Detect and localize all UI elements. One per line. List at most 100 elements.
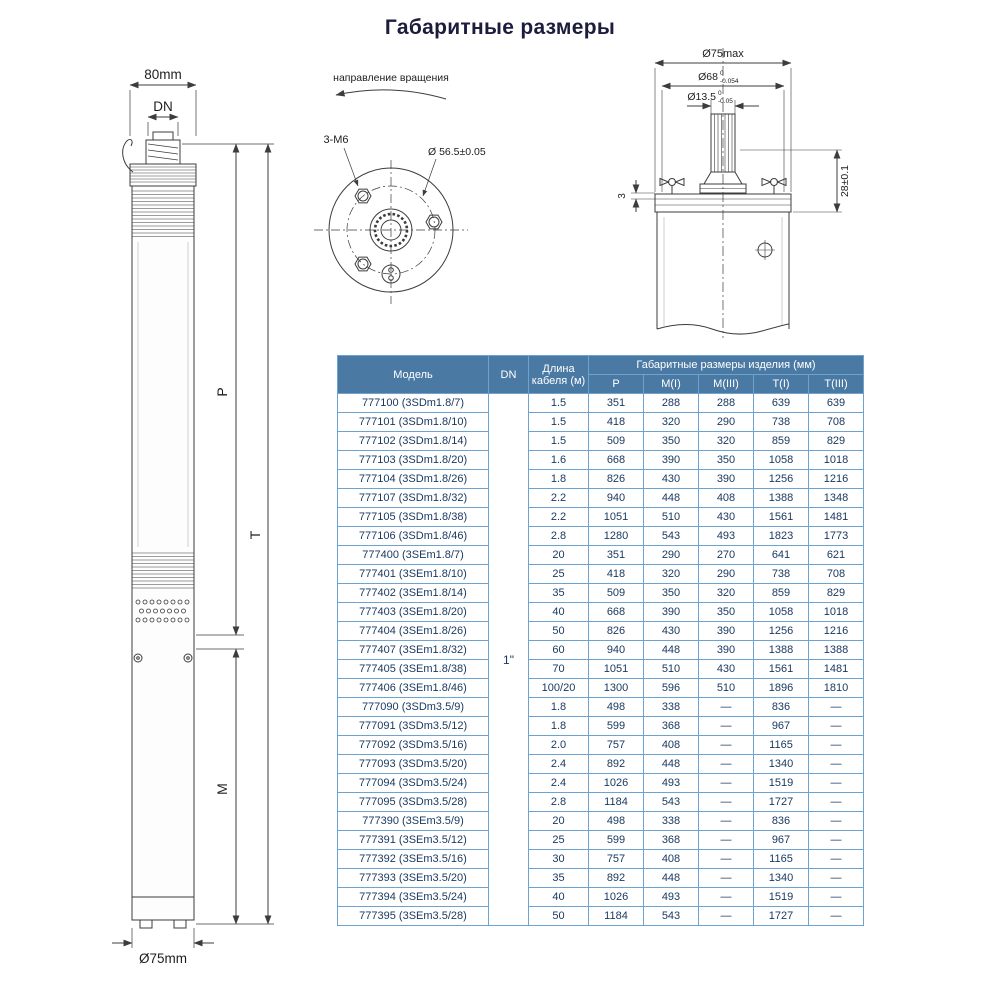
cell-miii: 350 [698,450,754,470]
dim-p-label: P [214,387,230,396]
header-col-p: P [588,374,644,394]
cell-mi: 290 [643,545,699,565]
cell-tiii: 1348 [808,488,864,508]
cell-miii: — [698,773,754,793]
cell-cable-length: 1.5 [528,412,589,432]
cell-mi: 338 [643,697,699,717]
cell-p: 351 [588,393,644,413]
cell-p: 826 [588,469,644,489]
cell-p: 1184 [588,792,644,812]
cell-mi: 493 [643,887,699,907]
cell-p: 892 [588,868,644,888]
table-header: Модель DN Длина кабеля (м) Габаритные ра… [337,355,864,394]
cell-ti: 1058 [753,450,809,470]
dim-13-5-tol-upper: 0 [718,90,722,97]
rotation-direction-label: направление вращения [333,72,449,84]
cell-model: 777405 (3SEm1.8/38) [337,659,489,679]
cell-model: 777401 (3SEm1.8/10) [337,564,489,584]
header-col-tiii: T(III) [808,374,864,394]
cell-model: 777107 (3SDm1.8/32) [337,488,489,508]
cell-ti: 836 [753,811,809,831]
cell-ti: 1519 [753,887,809,907]
cell-tiii: 1018 [808,450,864,470]
dim-t-label: T [247,530,263,539]
cell-cable-length: 40 [528,602,589,622]
cell-tiii: 1481 [808,507,864,527]
cell-tiii: 639 [808,393,864,413]
header-dimensions-group: Габаритные размеры изделия (мм) [588,355,864,375]
cell-model: 777407 (3SEm1.8/32) [337,640,489,660]
dim-56-5-label: Ø 56.5±0.05 [428,146,486,158]
cell-model: 777092 (3SDm3.5/16) [337,735,489,755]
cell-mi: 430 [643,469,699,489]
cell-p: 1184 [588,906,644,926]
cell-tiii: — [808,868,864,888]
cell-mi: 493 [643,773,699,793]
cell-tiii: — [808,716,864,736]
cell-mi: 408 [643,735,699,755]
pump-outline [112,81,274,948]
cell-miii: 408 [698,488,754,508]
header-cable-length: Длина кабеля (м) [528,355,589,394]
cell-cable-length: 2.0 [528,735,589,755]
cell-mi: 543 [643,906,699,926]
cell-mi: 448 [643,754,699,774]
cell-model: 777093 (3SDm3.5/20) [337,754,489,774]
cell-p: 498 [588,811,644,831]
cell-miii: — [698,887,754,907]
cell-cable-length: 40 [528,887,589,907]
cell-p: 498 [588,697,644,717]
cell-p: 1026 [588,887,644,907]
cell-mi: 448 [643,868,699,888]
cell-tiii: 1018 [808,602,864,622]
cell-mi: 543 [643,792,699,812]
cell-tiii: — [808,697,864,717]
cell-p: 1051 [588,659,644,679]
cell-miii: 288 [698,393,754,413]
cell-miii: — [698,735,754,755]
dim-75mm-label: Ø75mm [139,951,187,966]
cell-miii: — [698,697,754,717]
cell-p: 1051 [588,507,644,527]
cell-p: 599 [588,716,644,736]
cell-ti: 1727 [753,792,809,812]
cell-cable-length: 1.6 [528,450,589,470]
cell-cable-length: 50 [528,906,589,926]
cell-model: 777101 (3SDm1.8/10) [337,412,489,432]
header-model: Модель [337,355,489,394]
cell-p: 351 [588,545,644,565]
cell-ti: 1896 [753,678,809,698]
cell-p: 1280 [588,526,644,546]
cell-cable-length: 1.5 [528,431,589,451]
cell-tiii: 1773 [808,526,864,546]
cell-model: 777404 (3SEm1.8/26) [337,621,489,641]
cell-ti: 641 [753,545,809,565]
cell-mi: 408 [643,849,699,869]
cell-miii: 390 [698,640,754,660]
cell-miii: 390 [698,621,754,641]
cell-model: 777402 (3SEm1.8/14) [337,583,489,603]
cell-cable-length: 2.4 [528,773,589,793]
cell-dn: 1" [488,393,529,926]
cell-ti: 1561 [753,659,809,679]
cell-ti: 1165 [753,849,809,869]
cell-model: 777094 (3SDm3.5/24) [337,773,489,793]
cell-cable-length: 2.8 [528,526,589,546]
cell-cable-length: 2.8 [528,792,589,812]
cell-mi: 390 [643,602,699,622]
cell-p: 757 [588,849,644,869]
